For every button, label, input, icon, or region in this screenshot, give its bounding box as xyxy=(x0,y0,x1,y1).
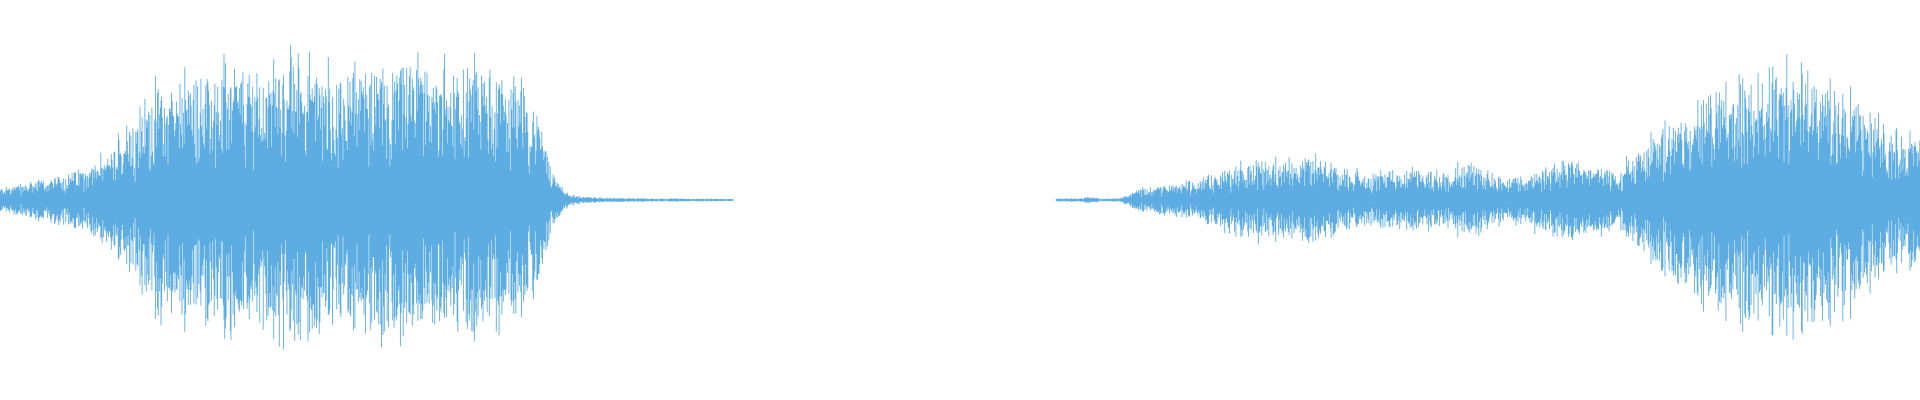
segment-2 xyxy=(1055,54,1920,340)
waveform-lines xyxy=(0,45,1920,350)
segment-1 xyxy=(0,45,734,350)
